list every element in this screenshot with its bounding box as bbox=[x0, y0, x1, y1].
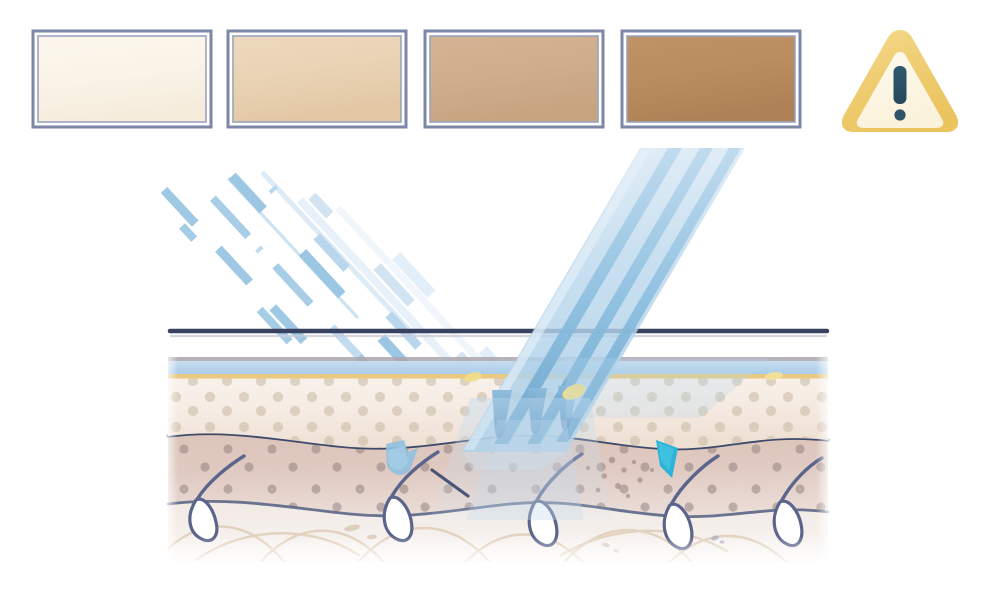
basal-gold-line bbox=[168, 374, 828, 379]
exclamation-dot bbox=[894, 109, 906, 121]
absorption-highlight-group bbox=[464, 371, 783, 400]
scatter-ray-4 bbox=[268, 184, 564, 504]
warning-triangle-icon[interactable] bbox=[841, 30, 959, 132]
scatter-arrow-marker bbox=[386, 440, 418, 475]
absorption-highlight bbox=[464, 372, 482, 382]
surface-guide-line bbox=[167, 328, 830, 338]
beam-stripe bbox=[556, 148, 741, 442]
beam-stripe bbox=[527, 148, 713, 444]
hair-fragment bbox=[430, 468, 470, 498]
hair-follicle bbox=[382, 450, 440, 543]
exclamation-bar bbox=[893, 66, 907, 104]
skin-tone-swatch-4[interactable] bbox=[620, 29, 802, 129]
skin-tone-swatch-2[interactable] bbox=[226, 29, 408, 129]
beam-stripe bbox=[494, 148, 682, 444]
absorption-marker bbox=[656, 440, 678, 478]
skin-tone-swatch-3[interactable] bbox=[423, 29, 605, 129]
absorption-highlight bbox=[765, 371, 783, 381]
skin-tone-swatch-1[interactable] bbox=[31, 29, 213, 129]
beam-envelope bbox=[462, 148, 745, 452]
deep-speck-marker bbox=[711, 535, 725, 544]
beam-scatter-cone bbox=[430, 398, 612, 520]
beam-stripe-group bbox=[494, 148, 741, 444]
absorption-highlight bbox=[562, 384, 586, 400]
skin-tone-swatch-row bbox=[31, 29, 802, 129]
scatter-ray-7 bbox=[179, 223, 371, 429]
stratum-corneum-band bbox=[168, 357, 828, 379]
marker-group bbox=[386, 440, 725, 544]
incident-laser-beam bbox=[430, 148, 783, 520]
